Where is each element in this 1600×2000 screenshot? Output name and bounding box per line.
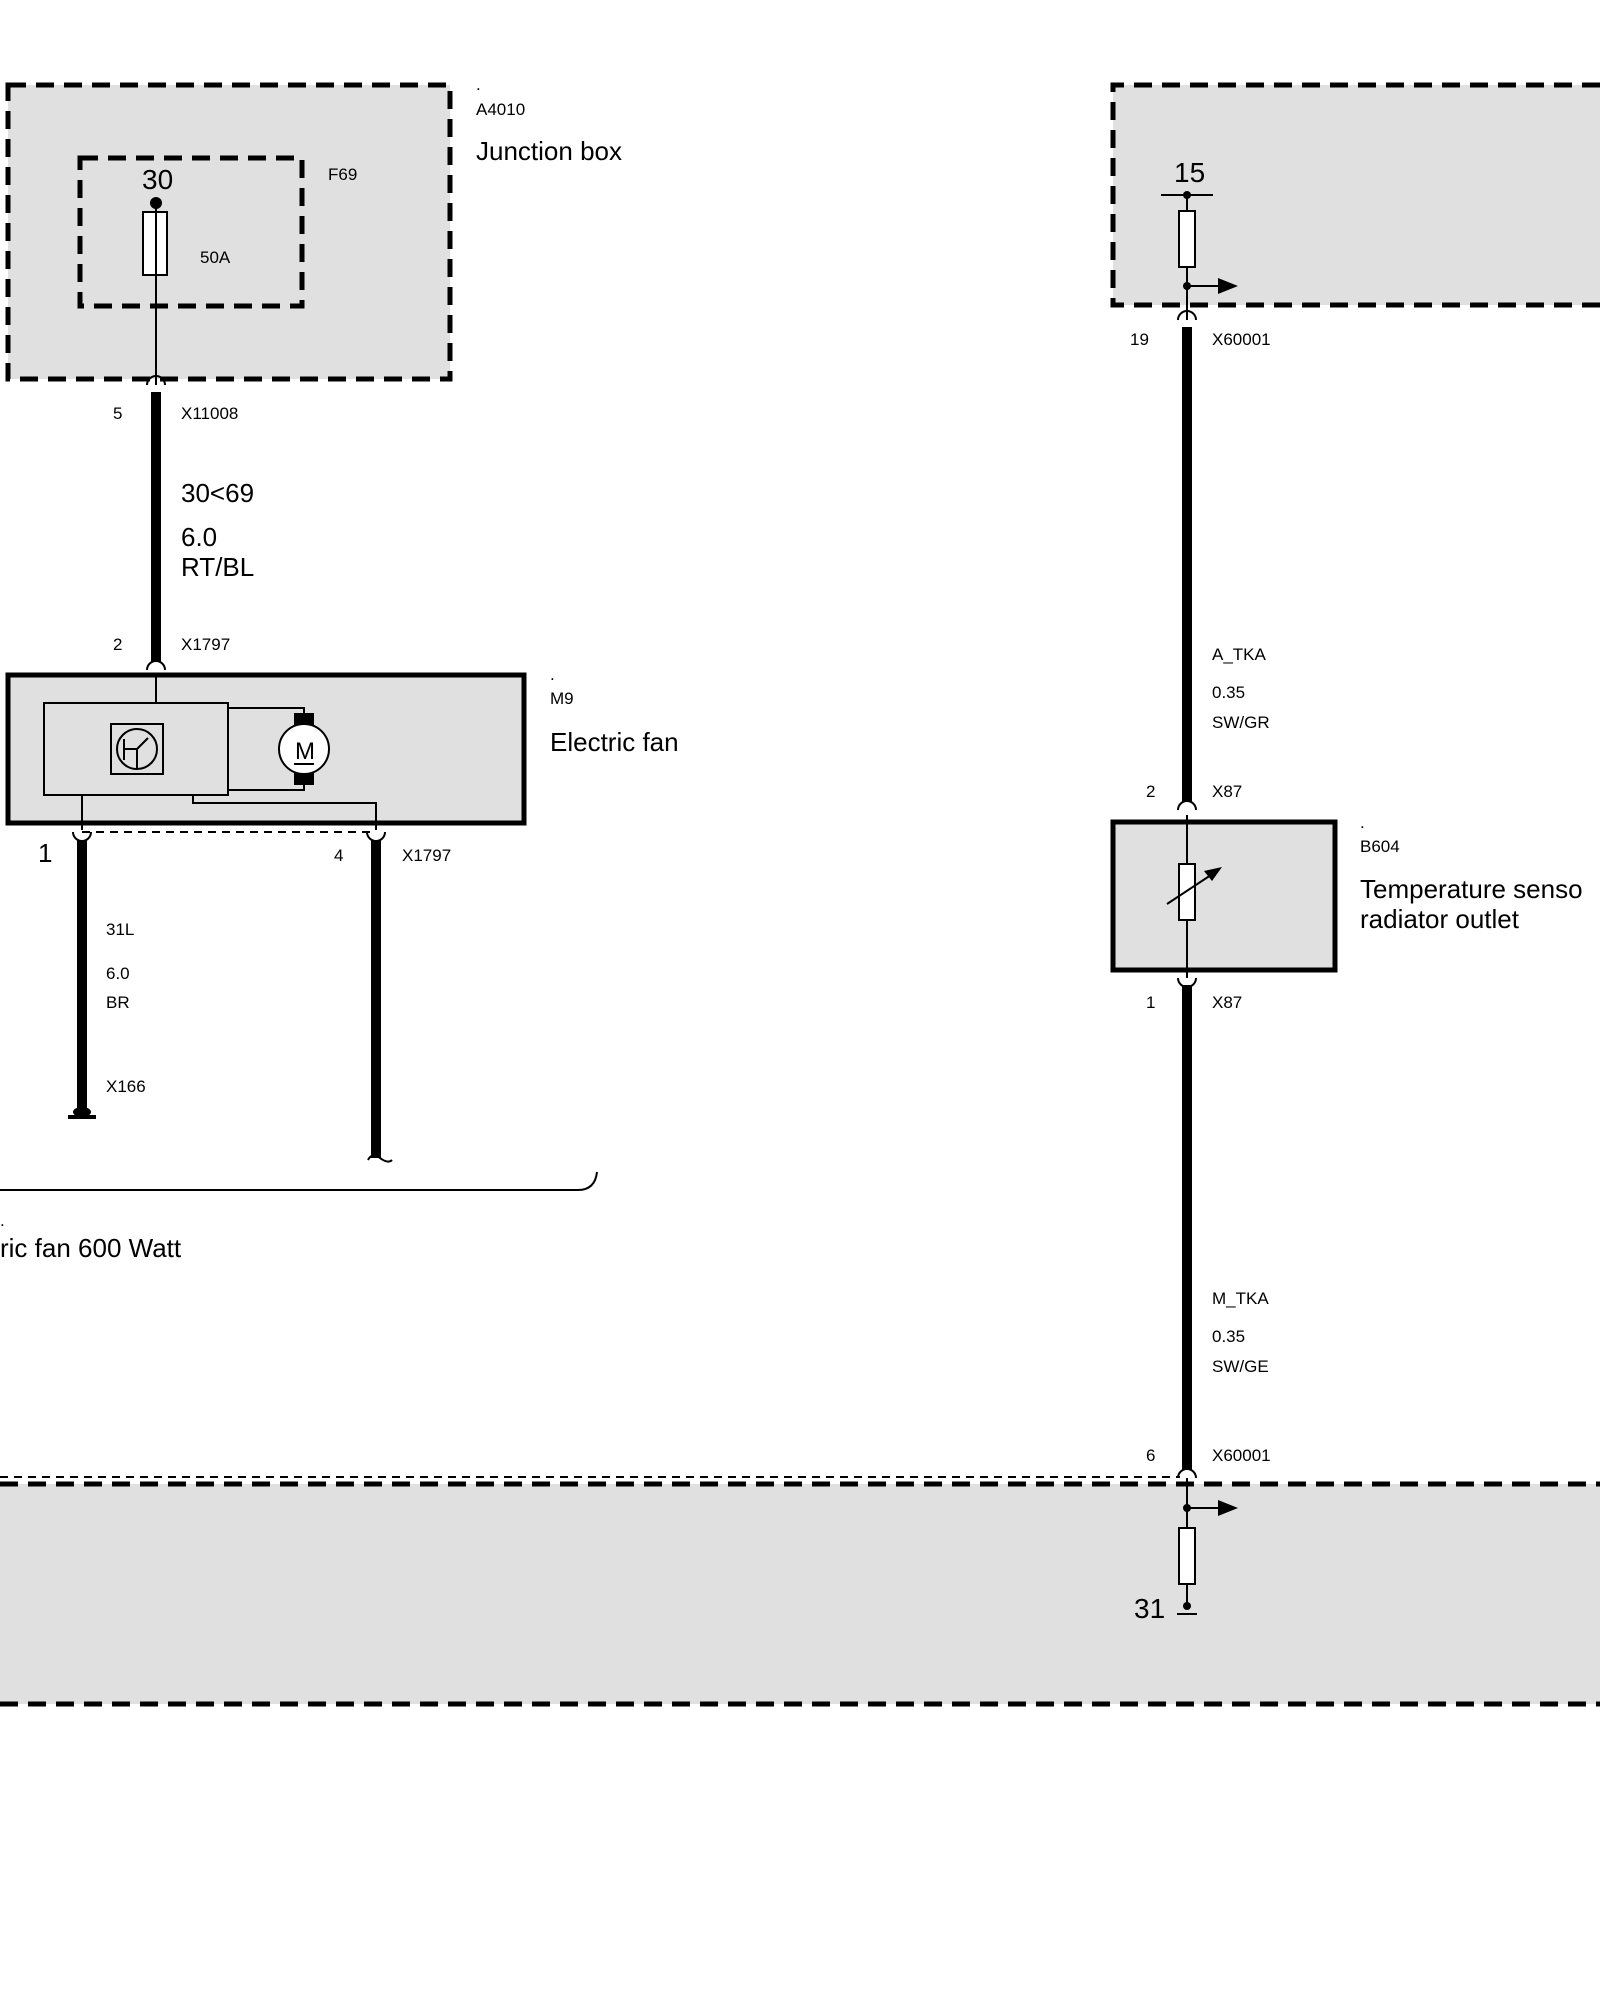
a-tka-color: SW/GR bbox=[1212, 713, 1270, 732]
a-tka-pin: 2 bbox=[1146, 782, 1155, 801]
bottom-module bbox=[0, 1476, 1600, 1707]
wire-top-pin: 5 bbox=[113, 404, 122, 423]
fuse-id-label: F69 bbox=[328, 165, 357, 184]
module-top-connector: X60001 bbox=[1212, 330, 1271, 349]
wire-color-label: RT/BL bbox=[181, 552, 254, 582]
m-tka-pin: 6 bbox=[1146, 1446, 1155, 1465]
temperature-sensor-b604 bbox=[1110, 815, 1338, 978]
junction-box-name: Junction box bbox=[476, 136, 622, 166]
ground-connector-label: X166 bbox=[106, 1077, 146, 1096]
ground-color-label: BR bbox=[106, 993, 130, 1012]
wire-top-connector: X11008 bbox=[181, 404, 238, 423]
sensor-dot: . bbox=[1360, 813, 1365, 832]
wire-gauge-label: 6.0 bbox=[181, 522, 217, 552]
electric-fan-m9: M bbox=[5, 672, 527, 833]
signal-arrow-icon bbox=[1187, 278, 1238, 294]
terminal-31-label: 31 bbox=[1134, 1593, 1165, 1624]
fan-dot: . bbox=[550, 665, 555, 684]
module-top-pin: 19 bbox=[1130, 330, 1149, 349]
sensor-id: B604 bbox=[1360, 837, 1400, 856]
wire-m-tka bbox=[1177, 977, 1197, 1479]
junction-box-dot: . bbox=[476, 75, 481, 94]
fan-group-bracket bbox=[0, 1171, 598, 1191]
sensor-name-line1: Temperature senso bbox=[1360, 874, 1583, 904]
m-tka-color: SW/GE bbox=[1212, 1357, 1269, 1376]
fan-output-wire bbox=[366, 831, 393, 1163]
motor-symbol: M bbox=[295, 738, 315, 765]
fan-name: Electric fan bbox=[550, 727, 679, 757]
fan-pin-left: 1 bbox=[38, 838, 52, 868]
sensor-pin-bottom: 1 bbox=[1146, 993, 1155, 1012]
signal-arrow-icon bbox=[1187, 1500, 1238, 1516]
fuse-icon bbox=[142, 197, 168, 385]
wire-30-69 bbox=[146, 375, 166, 671]
wire-a-tka bbox=[1177, 310, 1197, 811]
a-tka-gauge: 0.35 bbox=[1212, 683, 1245, 702]
m-tka-signal: M_TKA bbox=[1212, 1289, 1269, 1308]
a-tka-signal: A_TKA bbox=[1212, 645, 1267, 664]
wire-bottom-connector: X1797 bbox=[181, 635, 230, 654]
fan-pin-right: 4 bbox=[334, 846, 343, 865]
ground-gauge-label: 6.0 bbox=[106, 964, 130, 983]
wire-signal-label: 30<69 bbox=[181, 478, 254, 508]
fuse-rating-label: 50A bbox=[200, 248, 231, 267]
ground-signal-label: 31L bbox=[106, 920, 134, 939]
ground-wire-31l bbox=[68, 831, 96, 1119]
m-tka-connector: X60001 bbox=[1212, 1446, 1271, 1465]
fan-group-dot: . bbox=[0, 1211, 5, 1230]
sensor-name-line2: radiator outlet bbox=[1360, 904, 1520, 934]
junction-box-id: A4010 bbox=[476, 100, 525, 119]
sensor-connector-bottom: X87 bbox=[1212, 993, 1242, 1012]
transistor-icon bbox=[110, 723, 164, 775]
fan-connector-right: X1797 bbox=[402, 846, 451, 865]
m-tka-gauge: 0.35 bbox=[1212, 1327, 1245, 1346]
junction-box-a4010: 30 F69 50A bbox=[5, 82, 453, 385]
terminal-15-label: 15 bbox=[1174, 157, 1205, 188]
fuse-terminal-label: 30 bbox=[142, 164, 173, 195]
thermistor-icon bbox=[1166, 863, 1222, 921]
fan-group-label: ric fan 600 Watt bbox=[0, 1233, 182, 1263]
a-tka-connector: X87 bbox=[1212, 782, 1242, 801]
wire-bottom-pin: 2 bbox=[113, 635, 122, 654]
right-module-top bbox=[1110, 82, 1600, 320]
fan-id: M9 bbox=[550, 689, 574, 708]
motor-icon: M bbox=[278, 713, 330, 785]
